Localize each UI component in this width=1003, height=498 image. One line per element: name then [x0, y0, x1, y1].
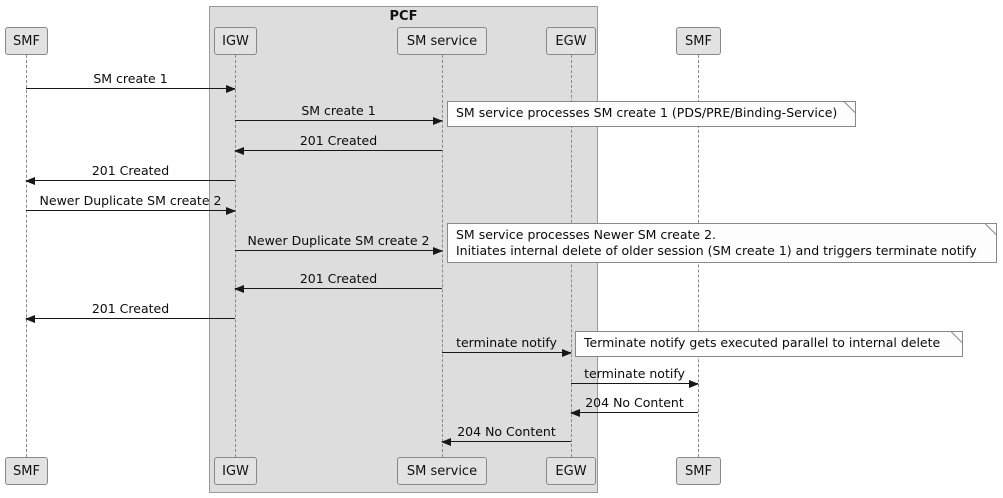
message-2-sm-create-1: SM create 1	[235, 103, 443, 125]
participant-label: SMF	[685, 463, 712, 479]
arrow-left-icon	[25, 315, 235, 323]
arrowhead-icon	[25, 177, 35, 185]
arrowhead-icon	[562, 349, 572, 357]
message-10-terminate-notify: terminate notify	[571, 366, 699, 388]
message-3-201-created: 201 Created	[234, 133, 442, 155]
message-label: 201 Created	[299, 271, 378, 286]
participant-label: SM service	[406, 33, 478, 49]
message-label: Newer Duplicate SM create 2	[247, 233, 430, 248]
arrow-left-icon	[441, 438, 571, 446]
arrow-right-icon	[235, 117, 443, 125]
arrow-left-icon	[234, 147, 442, 155]
participant-label: SMF	[685, 33, 712, 49]
participant-label: SM service	[406, 463, 478, 479]
message-5-newer-duplicate-sm-create-2: Newer Duplicate SM create 2	[26, 193, 236, 215]
arrowhead-icon	[441, 438, 451, 446]
message-8-201-created: 201 Created	[25, 301, 235, 323]
arrow-right-icon	[571, 380, 699, 388]
participant-igw-bottom: IGW	[214, 457, 257, 485]
message-4-201-created: 201 Created	[25, 163, 235, 185]
participant-smf-left-top: SMF	[5, 27, 48, 55]
participant-label: EGW	[555, 33, 587, 49]
arrowhead-icon	[433, 117, 443, 125]
note-text-line-1: SM service processes Newer SM create 2.	[456, 227, 716, 242]
message-12-204-no-content: 204 No Content	[441, 424, 571, 446]
arrowhead-icon	[234, 147, 244, 155]
participant-label: IGW	[222, 463, 249, 479]
frame-title: PCF	[389, 9, 418, 24]
participant-sm-service-bottom: SM service	[397, 457, 487, 485]
participant-egw-top: EGW	[546, 27, 596, 55]
participant-label: SMF	[13, 33, 40, 49]
message-11-204-no-content: 204 No Content	[570, 395, 698, 417]
arrowhead-icon	[25, 315, 35, 323]
participant-smf-left-bottom: SMF	[5, 457, 48, 485]
message-9-terminate-notify: terminate notify	[442, 335, 572, 357]
arrowhead-icon	[226, 207, 236, 215]
note-text-line-2: Initiates internal delete of older sessi…	[456, 243, 977, 258]
arrowhead-icon	[226, 85, 236, 93]
note-terminate-notify-parallel: Terminate notify gets executed parallel …	[575, 331, 964, 357]
participant-label: EGW	[555, 463, 587, 479]
message-label: SM create 1	[301, 103, 376, 118]
participant-sm-service-top: SM service	[397, 27, 487, 55]
arrowhead-icon	[433, 247, 443, 255]
participant-label: IGW	[222, 33, 249, 49]
arrowhead-icon	[234, 285, 244, 293]
note-sm-create-1-processing: SM service processes SM create 1 (PDS/PR…	[447, 101, 857, 127]
arrowhead-icon	[689, 380, 699, 388]
lifeline-igw	[235, 55, 236, 457]
arrow-right-icon	[235, 247, 443, 255]
message-label: terminate notify	[456, 335, 557, 350]
note-text: Terminate notify gets executed parallel …	[584, 335, 941, 350]
arrow-left-icon	[570, 409, 698, 417]
message-label: 204 No Content	[585, 395, 684, 410]
message-label: Newer Duplicate SM create 2	[39, 193, 222, 208]
message-label: SM create 1	[93, 71, 168, 86]
participant-smf-right-bottom: SMF	[676, 457, 721, 485]
lifeline-smf-left	[26, 55, 27, 457]
arrow-left-icon	[25, 177, 235, 185]
arrow-right-icon	[26, 207, 236, 215]
lifeline-sm-service	[442, 55, 443, 457]
message-label: terminate notify	[584, 366, 685, 381]
arrow-right-icon	[26, 85, 236, 93]
participant-label: SMF	[13, 463, 40, 479]
participant-egw-bottom: EGW	[546, 457, 596, 485]
note-newer-sm-create-2-processing: SM service processes Newer SM create 2. …	[447, 223, 998, 263]
message-1-sm-create-1: SM create 1	[26, 71, 236, 93]
message-label: 201 Created	[91, 163, 170, 178]
participant-igw-top: IGW	[214, 27, 257, 55]
message-7-201-created: 201 Created	[234, 271, 442, 293]
arrow-right-icon	[442, 349, 572, 357]
message-6-newer-duplicate-sm-create-2: Newer Duplicate SM create 2	[235, 233, 443, 255]
note-text: SM service processes SM create 1 (PDS/PR…	[456, 105, 838, 120]
arrow-left-icon	[234, 285, 442, 293]
message-label: 204 No Content	[457, 424, 556, 439]
arrowhead-icon	[570, 409, 580, 417]
message-label: 201 Created	[299, 133, 378, 148]
participant-smf-right-top: SMF	[676, 27, 721, 55]
message-label: 201 Created	[91, 301, 170, 316]
